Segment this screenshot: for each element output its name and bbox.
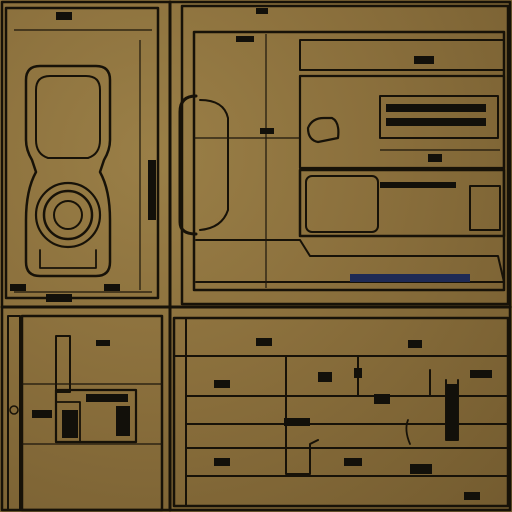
glyph-mark	[32, 410, 52, 418]
panel-frame	[4, 6, 160, 300]
glyph-mark	[10, 284, 26, 291]
glyph-mark	[260, 128, 274, 134]
top-rail	[299, 39, 505, 71]
glyph-mark	[256, 338, 272, 346]
panel-stepped-section	[172, 316, 510, 508]
side-bulge	[199, 99, 229, 231]
glyph-mark	[236, 36, 254, 42]
panel-frame	[172, 316, 510, 508]
glyph-mark	[56, 12, 72, 20]
device-base	[39, 249, 97, 269]
glyph-mark	[386, 104, 486, 112]
left-strip	[7, 315, 21, 511]
bracket-post	[55, 335, 71, 393]
glyph-mark	[104, 284, 120, 291]
panel-frame	[180, 4, 510, 306]
glyph-mark	[464, 492, 480, 500]
device-body	[24, 64, 112, 278]
bracket-inner	[55, 401, 81, 443]
glyph-mark	[428, 154, 442, 162]
lower-body	[298, 168, 506, 238]
connector-block	[469, 185, 501, 231]
panel-device-side	[178, 4, 510, 306]
panel-frame	[20, 314, 164, 512]
glyph-mark	[256, 8, 268, 14]
glyph-mark	[148, 160, 156, 220]
glyph-mark	[344, 458, 362, 466]
glyph-mark	[214, 458, 230, 466]
panel-device-front	[4, 6, 160, 302]
glyph-mark	[214, 380, 230, 388]
pivot-icon	[9, 405, 19, 415]
speaker-ring-outer	[34, 181, 102, 249]
panel-bracket-detail	[7, 314, 164, 512]
glyph-mark	[386, 118, 486, 126]
window-slot	[305, 175, 379, 233]
glyph-mark	[414, 56, 434, 64]
curve-detail	[405, 419, 411, 445]
main-body	[298, 74, 506, 170]
glyph-mark	[284, 418, 310, 426]
speaker-cone	[53, 200, 83, 230]
glyph-mark	[446, 384, 458, 440]
glyph-mark	[116, 406, 130, 436]
step-profile	[285, 355, 319, 475]
blue-annotation	[350, 274, 470, 282]
spec-label-box	[379, 95, 499, 139]
glyph-mark	[380, 182, 456, 188]
knob	[306, 116, 340, 144]
device-window	[35, 75, 101, 159]
glyph-mark	[408, 340, 422, 348]
glyph-mark	[46, 294, 72, 302]
glyph-mark	[62, 410, 78, 438]
speaker-ring-middle	[42, 189, 94, 241]
glyph-mark	[354, 368, 362, 378]
glyph-mark	[86, 394, 128, 402]
glyph-mark	[318, 372, 332, 382]
glyph-mark	[374, 394, 390, 404]
glyph-mark	[470, 370, 492, 378]
side-handle	[178, 94, 198, 236]
glyph-mark	[96, 340, 110, 346]
glyph-mark	[410, 464, 432, 474]
